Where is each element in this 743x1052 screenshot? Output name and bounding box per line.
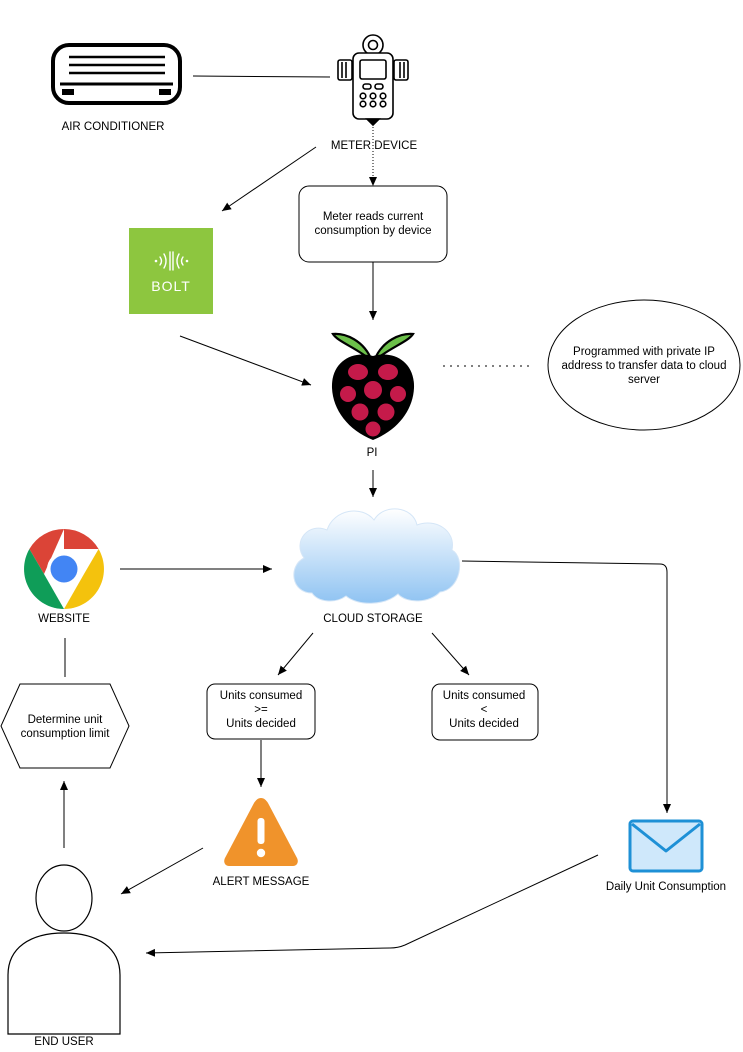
programmed-ellipse — [547, 299, 741, 431]
air-conditioner-label: AIR CONDITIONER — [62, 121, 165, 133]
daily-unit-label: Daily Unit Consumption — [606, 881, 726, 893]
meter-device-icon — [337, 34, 409, 127]
user-icon — [7, 864, 121, 1035]
mail-icon — [628, 819, 704, 873]
cloud-storage-label: CLOUD STORAGE — [323, 613, 423, 625]
edge-meter-bolt — [221, 146, 317, 212]
units-lt-box — [431, 683, 539, 741]
programmed-line-1: Programmed with private IP — [573, 346, 715, 358]
cloud-icon — [293, 508, 461, 604]
pi-label: PI — [367, 447, 378, 459]
meter-device-label: METER DEVICE — [331, 140, 418, 152]
units-ge-line-3: Units decided — [226, 718, 296, 730]
meter-reads-line-1: Meter reads current — [323, 211, 424, 223]
alert-message-label: ALERT MESSAGE — [213, 876, 310, 888]
determine-limit-hexagon — [0, 683, 130, 769]
determine-limit-line-1: Determine unit — [28, 714, 104, 726]
units-ge-line-1: Units consumed — [220, 690, 302, 702]
raspberry-pi-icon — [331, 332, 415, 440]
website-label: WEBSITE — [38, 613, 90, 625]
units-lt-line-1: Units consumed — [443, 690, 525, 702]
meter-reads-line-2: consumption by device — [315, 225, 432, 237]
edge-alert-user — [120, 847, 204, 895]
determine-limit-line-2: consumption limit — [21, 728, 111, 740]
meter-reads-box — [298, 185, 448, 263]
bolt-logo: BOLT — [129, 228, 213, 314]
air-conditioner-icon — [51, 43, 182, 105]
bolt-logo-text: BOLT — [151, 278, 191, 294]
edge-ac-meter — [192, 75, 331, 78]
units-lt-line-2: < — [481, 704, 488, 716]
edge-cloud-units-ge — [277, 632, 314, 676]
units-ge-box — [206, 683, 316, 740]
end-user-label: END USER — [34, 1036, 93, 1048]
edge-mail-user — [145, 854, 599, 957]
units-ge-line-2: >= — [254, 704, 268, 716]
alert-icon — [224, 798, 298, 866]
programmed-line-3: server — [628, 374, 660, 386]
connectors — [60, 75, 671, 957]
edge-cloud-mail — [461, 560, 671, 813]
programmed-line-2: address to transfer data to cloud — [562, 360, 727, 372]
units-lt-line-3: Units decided — [449, 718, 519, 730]
edge-bolt-pi — [179, 335, 312, 386]
chrome-icon — [24, 529, 104, 609]
edge-cloud-units-lt — [431, 632, 470, 676]
